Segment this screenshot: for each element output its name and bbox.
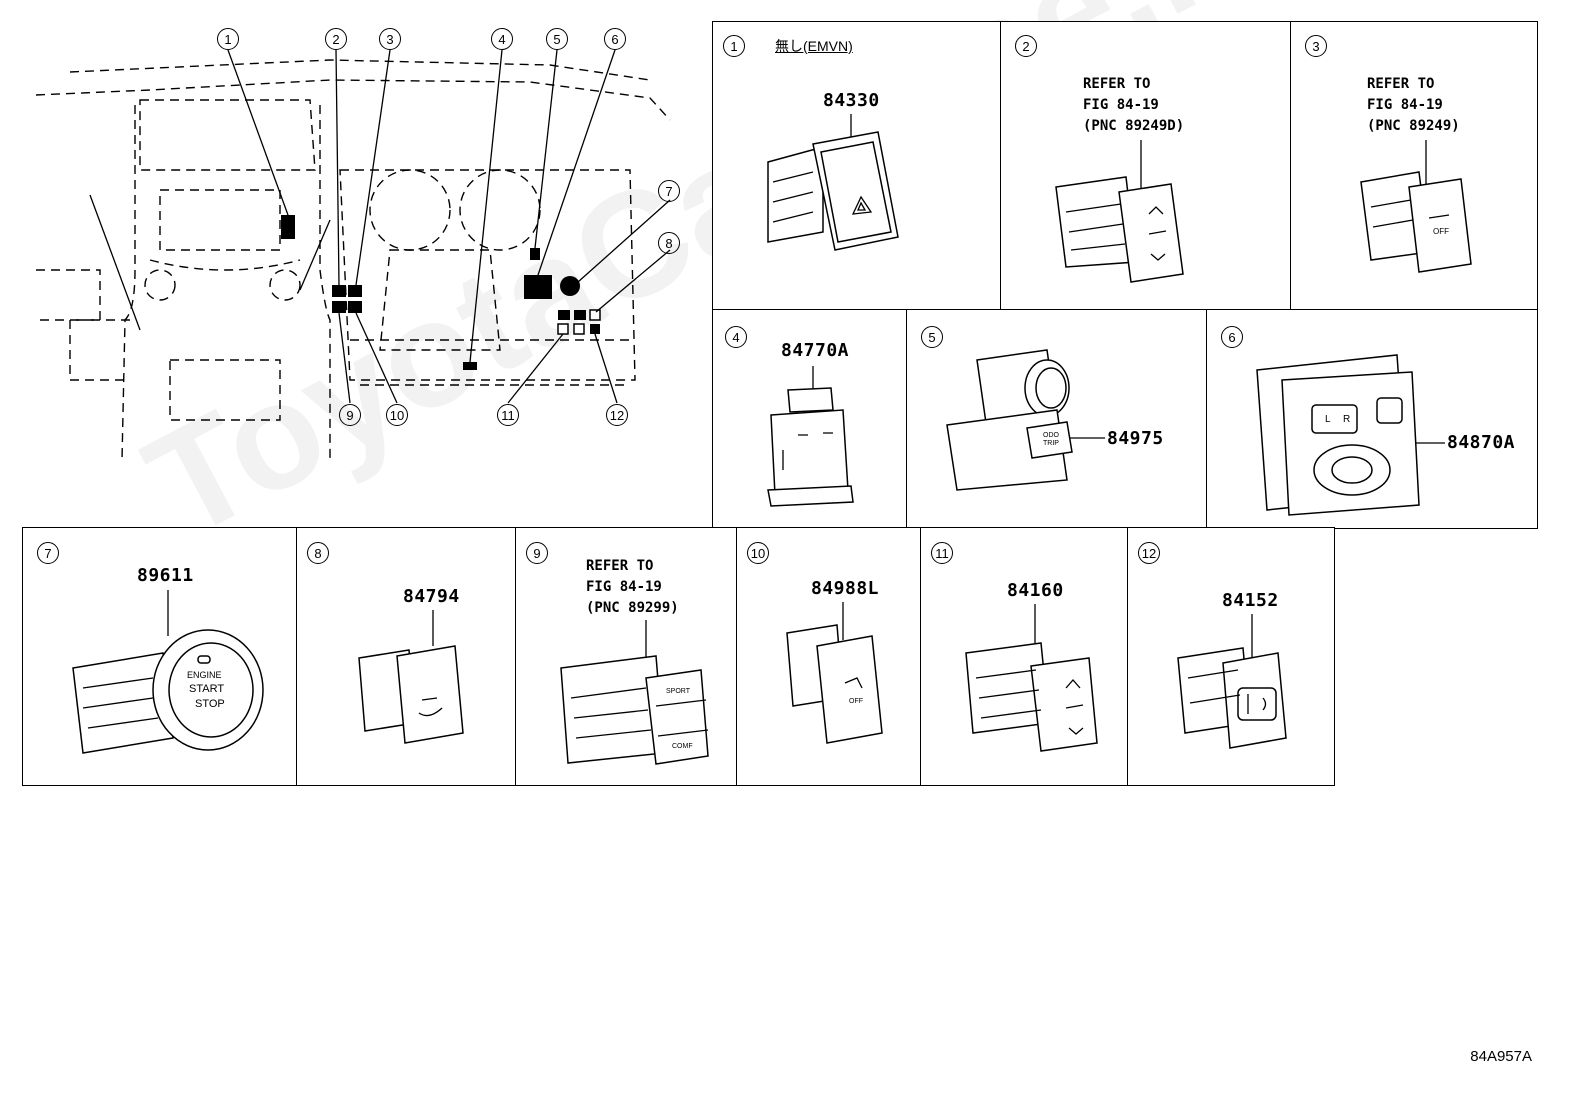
panel-index: 6 [1221, 326, 1243, 348]
start-label: START [189, 683, 225, 695]
panel-6: 6 84870A L R [1206, 309, 1538, 529]
switch-drawing [786, 602, 883, 744]
part-number: 84988L [811, 578, 880, 599]
engine-start-button-drawing [72, 590, 264, 754]
switch-drawing [1177, 614, 1287, 749]
panel-11: 11 84160 [920, 527, 1129, 786]
callout-1: 1 [217, 28, 239, 50]
panel-index: 3 [1305, 35, 1327, 57]
panel-12: 12 84152 [1127, 527, 1335, 786]
panel-9: 9 REFER TO FIG 84-19 (PNC 89299) SPORT C… [515, 527, 738, 786]
part-number: 84794 [403, 586, 460, 607]
panel-index: 4 [725, 326, 747, 348]
switch-drawing [946, 349, 1105, 491]
panel-index: 2 [1015, 35, 1037, 57]
callout-3: 3 [379, 28, 401, 50]
panel-8: 8 84794 [296, 527, 517, 786]
refer-note: REFER TO FIG 84-19 (PNC 89249D) [1083, 76, 1185, 134]
callout-2: 2 [325, 28, 347, 50]
panel-5: 5 84975 ODO TRIP [906, 309, 1208, 529]
callout-12: 12 [606, 404, 628, 426]
panel-10: 10 84988L OFF [736, 527, 922, 786]
part-number: 84975 [1107, 428, 1164, 449]
callout-6: 6 [604, 28, 626, 50]
callout-4: 4 [491, 28, 513, 50]
odo-trip-label: ODO TRIP [1043, 432, 1059, 447]
mirror-r-label: R [1343, 414, 1351, 425]
switch-drawing [1360, 140, 1472, 273]
switch-drawing [965, 604, 1098, 752]
panel-index: 10 [747, 542, 769, 564]
diagram-code: 84A957A [1470, 1048, 1532, 1065]
panel-index: 12 [1138, 542, 1160, 564]
panel-index: 11 [931, 542, 953, 564]
variant-note: 無し(EMVN) [775, 38, 853, 54]
panel-index: 5 [921, 326, 943, 348]
part-number: 84330 [823, 90, 880, 111]
switch-drawing [358, 610, 464, 744]
callout-5: 5 [546, 28, 568, 50]
switch-drawing [767, 366, 854, 507]
part-number: 89611 [137, 565, 194, 586]
callout-11: 11 [497, 404, 519, 426]
part-number: 84160 [1007, 580, 1064, 601]
panel-index: 7 [37, 542, 59, 564]
refer-note: REFER TO FIG 84-19 (PNC 89299) [586, 558, 679, 616]
off-label: OFF [1433, 227, 1449, 236]
callout-7: 7 [658, 180, 680, 202]
switch-drawing [1055, 140, 1184, 283]
comf-label: COMF [672, 743, 693, 750]
panel-2: 2 REFER TO FIG 84-19 (PNC 89249D) [1000, 21, 1292, 311]
off-label: OFF [849, 698, 863, 705]
sport-label: SPORT [666, 688, 690, 695]
mirror-l-label: L [1325, 414, 1331, 425]
callout-8: 8 [658, 232, 680, 254]
panel-index: 8 [307, 542, 329, 564]
mirror-switch-drawing [1256, 354, 1445, 516]
panel-1: 1 無し(EMVN) 84330 [712, 21, 1002, 311]
dashboard-overview: 1 2 3 4 5 6 7 8 9 10 11 12 [30, 20, 690, 470]
stop-label: STOP [195, 698, 225, 710]
panel-index: 1 [723, 35, 745, 57]
panel-4: 4 84770A [712, 309, 908, 529]
panel-7: 7 89611 ENGINE START STOP [22, 527, 298, 786]
callout-10: 10 [386, 404, 408, 426]
part-number: 84770A [781, 340, 850, 361]
refer-note: REFER TO FIG 84-19 (PNC 89249) [1367, 76, 1460, 134]
panel-index: 9 [526, 542, 548, 564]
part-number: 84152 [1222, 590, 1279, 611]
panel-3: 3 REFER TO FIG 84-19 (PNC 89249) OFF [1290, 21, 1538, 311]
callout-9: 9 [339, 404, 361, 426]
hazard-switch-drawing [767, 114, 899, 251]
part-number: 84870A [1447, 432, 1516, 453]
engine-label: ENGINE [187, 670, 222, 680]
switch-drawing [560, 620, 709, 765]
dashboard-outline [35, 49, 671, 461]
